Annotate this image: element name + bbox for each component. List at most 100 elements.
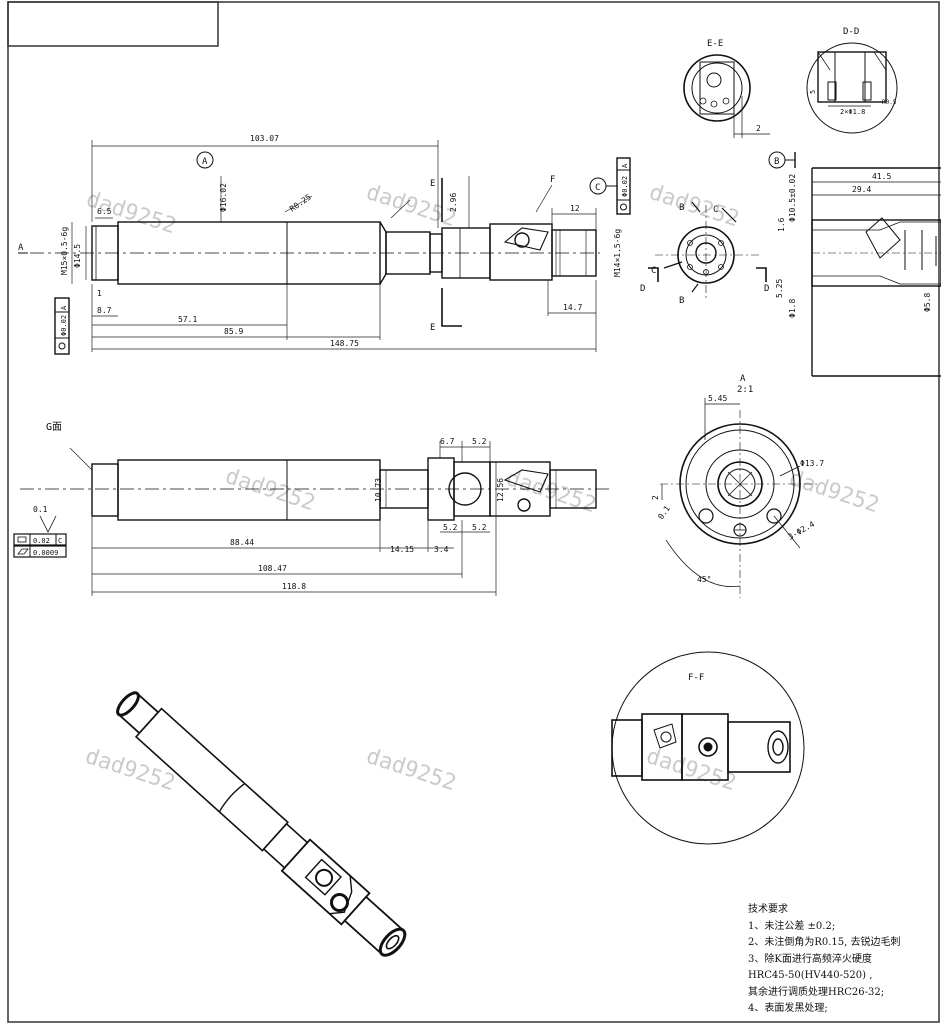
notes-title: 技术要求 [748, 904, 788, 915]
sheet-border [7, 1, 940, 1023]
thread-left: M15×0.5-6g [60, 227, 69, 275]
end-marker-c-left: C [651, 266, 656, 276]
dia-10-5: Φ10.5±0.02 [788, 174, 797, 222]
tol-top-value: Φ0.02 [621, 176, 629, 197]
dim-6-5: 6.5 [97, 207, 112, 216]
shaft-second-view [20, 457, 610, 521]
dim-5-25: 5.25 [775, 279, 784, 298]
thread-right: M14×1.5-6g [613, 229, 622, 277]
notes-item-4: 4、表面发黑处理; [748, 1003, 828, 1014]
dim-5-2-bottom-left: 5.2 [443, 523, 458, 532]
watermark-2: dad9252 [363, 180, 459, 232]
shaft-main-dimensions [71, 140, 597, 352]
notes-item-3-cont2: 其余进行调质处理HRC26-32; [748, 986, 885, 998]
fcf2-value: 0.0009 [33, 549, 58, 557]
watermark-5: dad9252 [503, 466, 599, 518]
tolerance-frame-top: Φ0.02 A C [589, 157, 631, 215]
shaft-main-labels: 103.07 6.5 8.7 57.1 85.9 148.75 14.7 12 … [60, 134, 622, 348]
notes-item-1: 1、未注公差 ±0.2; [748, 920, 836, 932]
marker-e-bottom: E [430, 323, 435, 333]
tol-top-ref: A [621, 163, 629, 168]
shaft-second-labels: G面 6.7 5.2 5.2 5.2 10.73 12.56 88.44 14.… [46, 422, 505, 591]
notes-item-3-cont: HRC45-50(HV440-520) , [748, 970, 873, 981]
dim-14-7: 14.7 [563, 303, 582, 312]
watermark-9: dad9252 [643, 744, 739, 796]
detail-dim-5-45: 5.45 [708, 394, 727, 403]
dim-1: 1 [97, 289, 102, 298]
watermark-1: dad9252 [83, 187, 179, 239]
dim-88-44: 88.44 [230, 538, 254, 547]
dim-3-4: 3.4 [434, 545, 449, 554]
watermark-3: dad9252 [646, 180, 742, 232]
dim-5-2-bottom-right: 5.2 [472, 523, 487, 532]
dim-85-9: 85.9 [224, 327, 243, 336]
watermark-4: dad9252 [222, 464, 318, 516]
dim-108-47: 108.47 [258, 564, 287, 573]
watermark-6: dad9252 [786, 466, 882, 518]
label-ee: E-E [707, 39, 723, 49]
dim-overall-top: 103.07 [250, 134, 279, 143]
detail-a-scale: 2:1 [737, 385, 753, 395]
marker-a-left: A [18, 243, 24, 253]
detail-a-view [660, 398, 820, 598]
shaft-main-view [30, 221, 600, 285]
section-dd: D-D 5 2×Φ1.8 R0.5 [806, 27, 898, 134]
dim-41-5: 41.5 [872, 172, 891, 181]
end-marker-b-bottom: B [679, 296, 684, 306]
dim-118-8: 118.8 [282, 582, 306, 591]
dd-dim-holes: 2×Φ1.8 [840, 108, 865, 116]
end-view-bcd [648, 201, 767, 300]
tolerance-frame-view2: 0.1 0.02 C 0.0009 [13, 505, 67, 558]
label-g-face: G面 [46, 422, 62, 433]
dim-12-56: 12.56 [496, 478, 505, 502]
shaft-isometric-view [116, 691, 407, 957]
tolerance-frame-left: Φ0.02 A [54, 297, 70, 355]
detail-dim-0-1: 0.1 [656, 504, 672, 521]
tol-left-ref: A [60, 305, 68, 310]
end-marker-b-top: B [679, 203, 684, 213]
dim-29-4: 29.4 [852, 185, 871, 194]
dim-2-96: 2.96 [449, 193, 458, 212]
dim-8-7: 8.7 [97, 306, 112, 315]
marker-f: F [550, 175, 555, 185]
datum-a-top: A [202, 157, 208, 167]
watermark-8: dad9252 [363, 744, 459, 796]
notes-item-3: 3、除K面进行高频淬火硬度 [748, 953, 872, 965]
detail-a-title: A [740, 374, 746, 384]
dd-r05: R0.5 [882, 99, 897, 106]
label-ff: F-F [688, 673, 704, 683]
dim-148-75: 148.75 [330, 339, 359, 348]
detail-angle-45: 45° [697, 575, 711, 584]
end-marker-d-left: D [640, 284, 645, 294]
dim-12: 12 [570, 204, 580, 213]
dia-1-8: Φ1.8 [788, 299, 797, 318]
fcf1-value: 0.02 [33, 537, 50, 545]
view1-markers: A A E E F [18, 151, 555, 333]
dim-1-6: 1.6 [777, 217, 786, 232]
dim-0-1: 0.1 [33, 505, 48, 514]
dia-left: Φ14.5 [73, 244, 82, 268]
technical-requirements: 技术要求 1、未注公差 ±0.2; 2、未注倒角为R0.15, 去锐边毛刺 3、… [748, 902, 938, 1018]
shaft-second-dimensions [69, 441, 497, 596]
detail-dim-2: 2 [651, 495, 660, 500]
section-ff: F-F [611, 651, 805, 845]
fcf1-ref: C [58, 537, 62, 545]
dia-5-8: Φ5.8 [923, 293, 932, 312]
tol-left-value: Φ0.02 [60, 315, 68, 336]
datum-b: B [774, 157, 779, 167]
section-ee: E-E 2 [683, 39, 770, 138]
ee-dim-2: 2 [756, 124, 761, 133]
radius-0-25: R0.25 [288, 192, 313, 213]
section-b-view [768, 151, 941, 377]
label-dd: D-D [843, 27, 859, 37]
dim-14-15: 14.15 [390, 545, 414, 554]
section-b-labels: B 41.5 29.4 Φ10.5±0.02 1.6 Φ1.8 Φ5.8 5.2… [774, 157, 932, 318]
dd-dim-5: 5 [809, 90, 817, 94]
detail-dia-13-7: Φ13.7 [800, 459, 824, 468]
dim-5-2-top: 5.2 [472, 437, 487, 446]
marker-e-top: E [430, 179, 435, 189]
dim-57-1: 57.1 [178, 315, 197, 324]
end-marker-d-right: D [764, 284, 769, 294]
dia-mid: Φ16.02 [219, 183, 228, 212]
dim-10-73: 10.73 [374, 478, 383, 502]
